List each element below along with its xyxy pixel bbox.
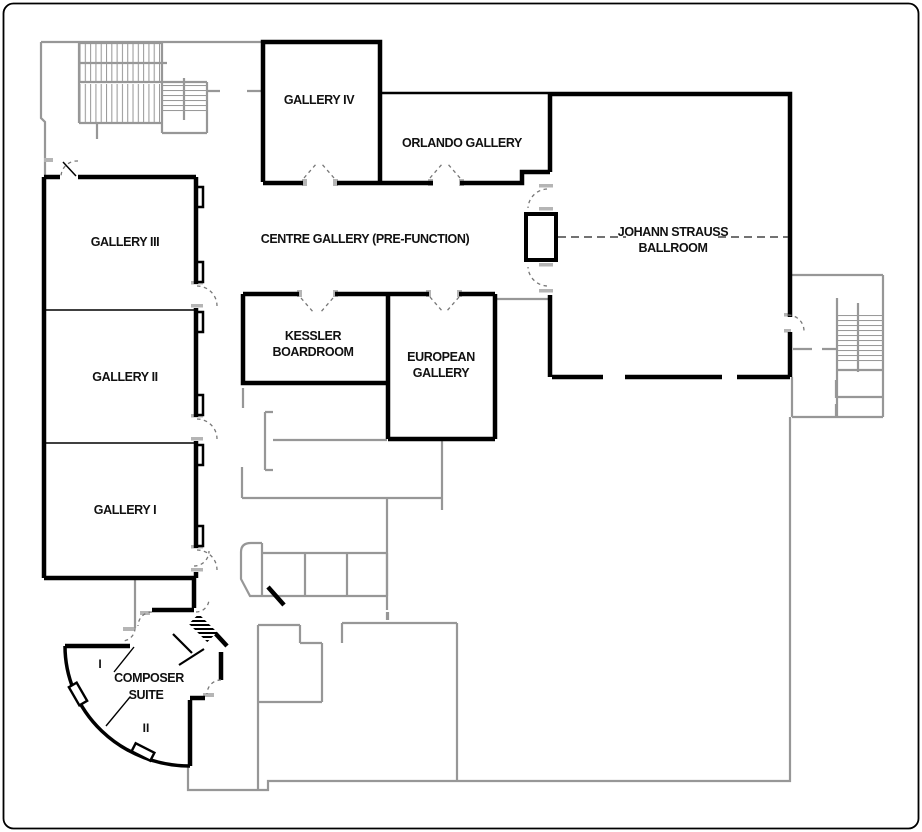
composer-section-i-label: I [98, 657, 101, 671]
composer-suite-label-line1: COMPOSER [114, 671, 184, 685]
orlando-gallery-label: ORLANDO GALLERY [402, 136, 523, 150]
back-of-house-partitions [39, 40, 885, 792]
gallery-iii-label: GALLERY III [91, 235, 160, 249]
centre-gallery-label: CENTRE GALLERY (PRE-FUNCTION) [261, 232, 470, 246]
wall-details [45, 91, 548, 727]
door-swing-arcs [60, 160, 805, 695]
ballroom-label-line1: JOHANN STRAUSS [618, 225, 728, 239]
composer-suite-curved-wall [63, 645, 191, 768]
kessler-label-line1: KESSLER [285, 329, 342, 343]
composer-suite-label-line2: SUITE [129, 688, 164, 702]
kessler-label-line2: BOARDROOM [272, 345, 353, 359]
gallery-iv-label: GALLERY IV [284, 93, 355, 107]
hatched-partition-icon [188, 613, 218, 643]
room-labels: GALLERY IV ORLANDO GALLERY CENTRE GALLER… [91, 93, 729, 735]
composer-section-ii-label: II [143, 721, 150, 735]
gallery-ii-label: GALLERY II [92, 370, 157, 384]
gallery-i-label: GALLERY I [94, 503, 156, 517]
european-label-line2: GALLERY [413, 366, 471, 380]
ballroom-vestibule [524, 212, 558, 262]
european-label-line1: EUROPEAN [407, 350, 475, 364]
staircase-treads-icon [79, 44, 883, 362]
ballroom-label-line2: BALLROOM [638, 241, 707, 255]
curved-wall-door-markers [67, 681, 157, 763]
function-room-walls [41, 39, 793, 766]
